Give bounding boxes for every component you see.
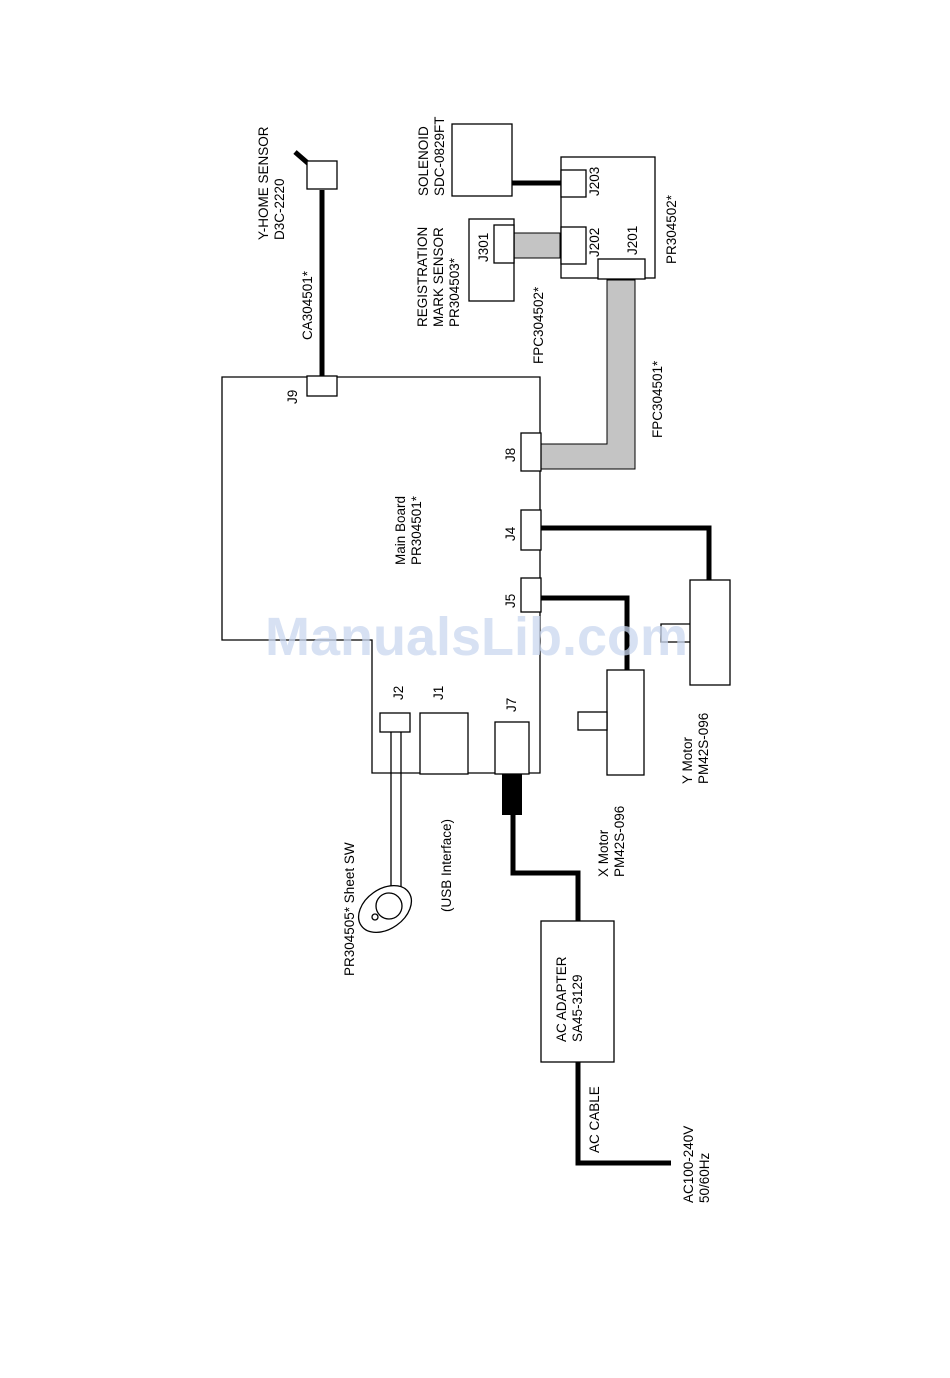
connector-j4[interactable] (520, 509, 542, 551)
connector-j201[interactable] (597, 258, 646, 280)
label-sheet-sw: PR304505* Sheet SW (342, 842, 357, 976)
label-j9: J9 (285, 390, 300, 404)
svg-text:J8: J8 (503, 448, 518, 462)
label-j2: J2 (391, 686, 406, 700)
x-motor-shaft (577, 711, 608, 731)
svg-text:J301: J301 (476, 233, 491, 262)
cable-ac-adapter-dc (510, 812, 581, 921)
svg-text:(USB Interface): (USB Interface) (439, 819, 454, 912)
connector-j301[interactable] (493, 224, 515, 264)
y-home-sensor (306, 160, 338, 190)
sheet-sw-button (375, 892, 403, 920)
label-sub-board: PR304502* (664, 194, 679, 264)
label-j7: J7 (504, 698, 519, 712)
label-usb: (USB Interface) (439, 819, 454, 912)
svg-text:FPC304502*: FPC304502* (531, 286, 546, 364)
svg-text:SA45-3129: SA45-3129 (570, 974, 585, 1042)
svg-text:PM42S-096: PM42S-096 (612, 806, 627, 877)
svg-text:AC CABLE: AC CABLE (587, 1086, 602, 1153)
connector-j203[interactable] (560, 169, 587, 198)
x-motor (606, 669, 645, 776)
svg-text:PR304502*: PR304502* (664, 194, 679, 264)
svg-text:PM42S-096: PM42S-096 (696, 713, 711, 784)
svg-text:CA304501*: CA304501* (300, 270, 315, 340)
svg-text:SOLENOID: SOLENOID (416, 126, 431, 196)
svg-text:J5: J5 (503, 594, 518, 608)
label-main-board: Main Board PR304501* (393, 495, 424, 565)
svg-text:J202: J202 (587, 228, 602, 257)
svg-text:Y-HOME SENSOR: Y-HOME SENSOR (256, 126, 271, 240)
svg-text:Main Board: Main Board (393, 496, 408, 565)
svg-text:PR304503*: PR304503* (447, 257, 462, 327)
cable-y-motor (540, 525, 712, 580)
svg-text:J4: J4 (503, 526, 518, 541)
label-x-motor: X Motor PM42S-096 (596, 806, 627, 877)
svg-text:REGISTRATION: REGISTRATION (415, 227, 430, 327)
label-ac-cable: AC CABLE (587, 1086, 602, 1153)
svg-text:Y Motor: Y Motor (680, 736, 695, 784)
connector-j2[interactable] (379, 712, 411, 733)
svg-text:AC100-240V: AC100-240V (681, 1126, 696, 1203)
connector-j202[interactable] (560, 226, 587, 265)
label-j5: J5 (503, 594, 518, 608)
label-ac-input: AC100-240V 50/60Hz (681, 1126, 712, 1203)
connector-j5[interactable] (520, 577, 542, 613)
label-ac-adapter: AC ADAPTER SA45-3129 (554, 956, 585, 1042)
label-solenoid: SOLENOID SDC-0829FT (416, 116, 447, 196)
label-j1: J1 (431, 686, 446, 700)
svg-text:J201: J201 (625, 226, 640, 255)
connector-j7[interactable] (494, 721, 530, 775)
ribbon-fpc304501 (539, 279, 636, 470)
sheet-sw-hole (371, 913, 379, 921)
label-fpc-short: FPC304502* (531, 286, 546, 364)
svg-text:D3C-2220: D3C-2220 (272, 178, 287, 240)
svg-text:J203: J203 (587, 167, 602, 196)
ribbon-fpc304502 (511, 232, 561, 259)
label-ca-cable: CA304501* (300, 270, 315, 340)
dc-plug (502, 773, 522, 815)
label-y-home-sensor: Y-HOME SENSOR D3C-2220 (256, 126, 287, 240)
label-j202: J202 (587, 228, 602, 257)
label-j4: J4 (503, 526, 518, 541)
svg-text:AC ADAPTER: AC ADAPTER (554, 956, 569, 1042)
svg-text:J1: J1 (431, 686, 446, 700)
svg-text:PR304501*: PR304501* (409, 495, 424, 565)
svg-text:PR304505* Sheet SW: PR304505* Sheet SW (342, 842, 357, 976)
solenoid (451, 123, 513, 197)
svg-text:50/60Hz: 50/60Hz (697, 1152, 712, 1203)
label-y-motor: Y Motor PM42S-096 (680, 713, 711, 784)
y-motor (689, 579, 731, 686)
svg-text:J9: J9 (285, 390, 300, 404)
watermark: ManualsLib.com (265, 607, 688, 667)
ac-adapter (540, 920, 615, 1063)
label-j201: J201 (625, 226, 640, 255)
connector-j1[interactable] (419, 712, 469, 775)
label-registration-sensor: REGISTRATION MARK SENSOR PR304503* (415, 227, 462, 327)
svg-text:J7: J7 (504, 698, 519, 712)
svg-text:J2: J2 (391, 686, 406, 700)
label-j8: J8 (503, 448, 518, 462)
cable-ac (575, 1062, 671, 1166)
connector-j8[interactable] (520, 432, 542, 472)
svg-text:MARK SENSOR: MARK SENSOR (431, 227, 446, 327)
cable-x-motor (540, 595, 630, 670)
svg-text:X Motor: X Motor (596, 829, 611, 877)
label-j203: J203 (587, 167, 602, 196)
label-j301: J301 (476, 233, 491, 262)
y-motor-shaft (660, 623, 690, 643)
svg-text:FPC304501*: FPC304501* (650, 360, 665, 438)
main-board (221, 376, 541, 774)
connector-j9[interactable] (306, 375, 338, 397)
label-fpc-long: FPC304501* (650, 360, 665, 438)
svg-text:SDC-0829FT: SDC-0829FT (432, 116, 447, 196)
